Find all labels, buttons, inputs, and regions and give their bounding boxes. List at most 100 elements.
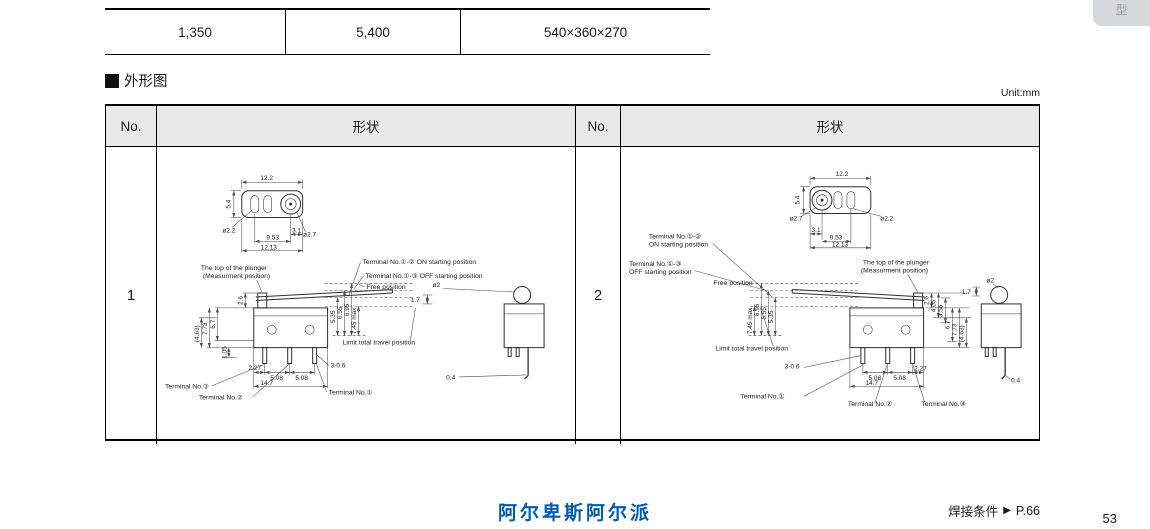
spec-cell: 5,400 [285, 10, 460, 54]
outline-drawing-1: 12.2 5.4 ø2.2 ø2.7 9.53 3.1 [165, 175, 545, 401]
section-heading: 外形图 [105, 70, 168, 91]
d2-dim-12-2: 12.2 [836, 171, 849, 178]
d2-terminal-3-label: Terminal No.③ [922, 400, 966, 408]
d1-pos-6-95: 6.95 [344, 303, 351, 316]
brand-logo-text: 阿尔卑斯阿尔派 [497, 503, 652, 524]
d1-plunger-label-2: (Measurment position) [203, 273, 270, 280]
d1-terminal-1-label: Terminal No.① [329, 388, 373, 396]
col-header-no-2: No. [575, 106, 620, 146]
d1-dia-2-7: ø2.7 [303, 231, 316, 238]
d2-mini-view: ø2 1.7 0.4 [962, 278, 1022, 384]
d1-mini-view: ø2 1.7 0.4 [411, 282, 545, 381]
d1-dim-4-63: (4.63) [194, 325, 201, 342]
d1-dim-5-08a: 5.08 [270, 375, 283, 382]
d2-plunger-label-2: (Measurment position) [861, 268, 928, 275]
d1-dim-14-7: 14.7 [260, 380, 273, 387]
d2-dim-5-08a: 5.08 [868, 375, 881, 382]
d2-pos-6-55: 6.55 [761, 307, 768, 320]
d2-dim-5-4: 5.4 [795, 195, 802, 204]
d1-dim-5-08b: 5.08 [295, 375, 308, 382]
d2-side-view [791, 289, 925, 365]
d2-dim-12-13: 12.13 [832, 241, 849, 248]
d2-on-position-label-1: Terminal No.①-② [649, 232, 701, 240]
d2-top-view: 12.2 5.4 ø2.7 ø2.2 3.1 9.53 [790, 171, 894, 250]
spec-table: 1,350 5,400 540×360×270 [105, 8, 710, 55]
d1-terminal-labels: Terminal No.③ Terminal No.② Terminal No.… [165, 364, 373, 401]
d2-pos-6-95: 6.95 [754, 303, 761, 316]
d1-dim-12-2: 12.2 [260, 175, 273, 182]
d2-dim-2-27: 2.27 [914, 365, 927, 372]
d2-dia-2-7: ø2.7 [790, 216, 803, 223]
d1-plunger-label-1: The top of the plunger [201, 265, 268, 272]
d2-on-position-label-2: ON starting position [649, 241, 709, 248]
d1-dimensions: 2.6 6.7 7.73 (4.63) 1.05 [194, 292, 346, 389]
welding-reference: 焊接条件 ▶ P.66 [948, 501, 1040, 520]
d2-terminal-1-label: Terminal No.① [740, 392, 784, 400]
d1-dim-1-05: 1.05 [221, 346, 228, 359]
d2-dim-3-1: 3.1 [812, 227, 821, 234]
d2-position-annotations: Terminal No.①-② ON starting position Ter… [629, 232, 930, 352]
d2-dim-14-7: 14.7 [866, 380, 879, 387]
d2-free-position-label: Free position [714, 280, 753, 287]
d1-on-position-label: Terminal No.①-② ON starting position [363, 258, 477, 266]
section-marker-icon [105, 73, 119, 88]
d2-dim-4-63: (4.63) [958, 325, 965, 342]
d1-dia-2-2: ø2.2 [222, 227, 235, 234]
d2-dim-3-06: 3-0.6 [785, 363, 800, 370]
d2-dim-5-08b: 5.08 [893, 375, 906, 382]
section-title: 外形图 [124, 74, 168, 90]
outline-drawing-2: 12.2 5.4 ø2.7 ø2.2 3.1 9.53 [629, 171, 1022, 408]
d2-dim-0-4: 0.4 [1011, 377, 1020, 384]
spec-cell: 540×360×270 [460, 10, 710, 54]
d2-dia-2: ø2 [986, 278, 994, 285]
drawing-cell-2: 12.2 5.4 ø2.7 ø2.2 3.1 9.53 [620, 147, 1039, 444]
d1-terminal-3-label: Terminal No.③ [165, 382, 209, 390]
col-header-shape-2: 形状 [620, 106, 1039, 146]
d2-dimensions: 2.6 4.05 3.56 6.7 7.73 (4.63) 3-0.6 [785, 292, 972, 389]
corner-tab-label: 型 [1115, 3, 1128, 17]
d1-free-position-label: Free position [367, 284, 406, 291]
d2-dim-2-6: 2.6 [924, 296, 931, 305]
d2-terminal-2-label: Terminal No.② [848, 400, 892, 408]
d2-plunger-label-1: The top of the plunger [863, 260, 930, 267]
d1-dim-3-1: 3.1 [292, 227, 301, 234]
d1-pos-6-55: 6.55 [337, 306, 344, 319]
d1-dim-12-13: 12.13 [261, 244, 278, 251]
d1-limit-position-label: Limit total travel position [343, 340, 416, 347]
d1-pos-5-35: 5.35 [330, 310, 337, 323]
d2-dim-4-05: 4.05 [930, 299, 937, 312]
d1-dim-3-06: 3-0.6 [331, 363, 346, 370]
page-number: 53 [1102, 511, 1117, 526]
welding-label: 焊接条件 [948, 505, 999, 519]
unit-label: Unit:mm [1000, 87, 1040, 99]
d1-dim-1-7: 1.7 [411, 297, 420, 304]
d1-top-view: 12.2 5.4 ø2.2 ø2.7 9.53 3.1 [222, 175, 317, 253]
d1-dim-2-6: 2.6 [237, 296, 244, 305]
col-header-no-1: No. [120, 118, 142, 134]
d2-dim-6-7: 6.7 [944, 320, 951, 329]
row-number-2: 2 [575, 147, 620, 444]
d2-dim-9-53: 9.53 [830, 234, 843, 241]
d2-off-position-label-1: Terminal No.①-③ [629, 260, 681, 268]
d2-dim-3-56: 3.56 [937, 304, 944, 317]
d2-off-position-label-2: OFF starting position [629, 269, 692, 276]
row-number-1: 1 [126, 287, 136, 304]
d1-dim-6-7: 6.7 [210, 319, 217, 328]
d1-dim-9-53: 9.53 [266, 234, 279, 241]
d2-pos-7-45: 7.45 max [747, 307, 754, 334]
arrow-right-icon: ▶ [1003, 505, 1011, 516]
col-header-shape-1: 形状 [156, 106, 575, 146]
corner-index-tab: 型 [1093, 0, 1150, 26]
d1-dim-7-73: 7.73 [202, 322, 209, 335]
outline-table-body: 1 [106, 147, 1039, 444]
d1-dim-0-4: 0.4 [446, 374, 455, 381]
d2-dia-2-2: ø2.2 [880, 216, 893, 223]
d2-dim-1-7: 1.7 [962, 289, 971, 296]
d2-dim-7-73: 7.73 [951, 323, 958, 336]
d2-limit-position-label: Limit total travel position [716, 346, 789, 353]
d1-pos-7-45: 7.45 max [351, 307, 358, 334]
outline-table-header: No. 形状 No. 形状 [106, 106, 1039, 147]
welding-page-ref: P.66 [1015, 503, 1040, 518]
d1-terminal-2-label: Terminal No.② [199, 393, 243, 401]
outline-table: No. 形状 No. 形状 1 [105, 104, 1040, 444]
